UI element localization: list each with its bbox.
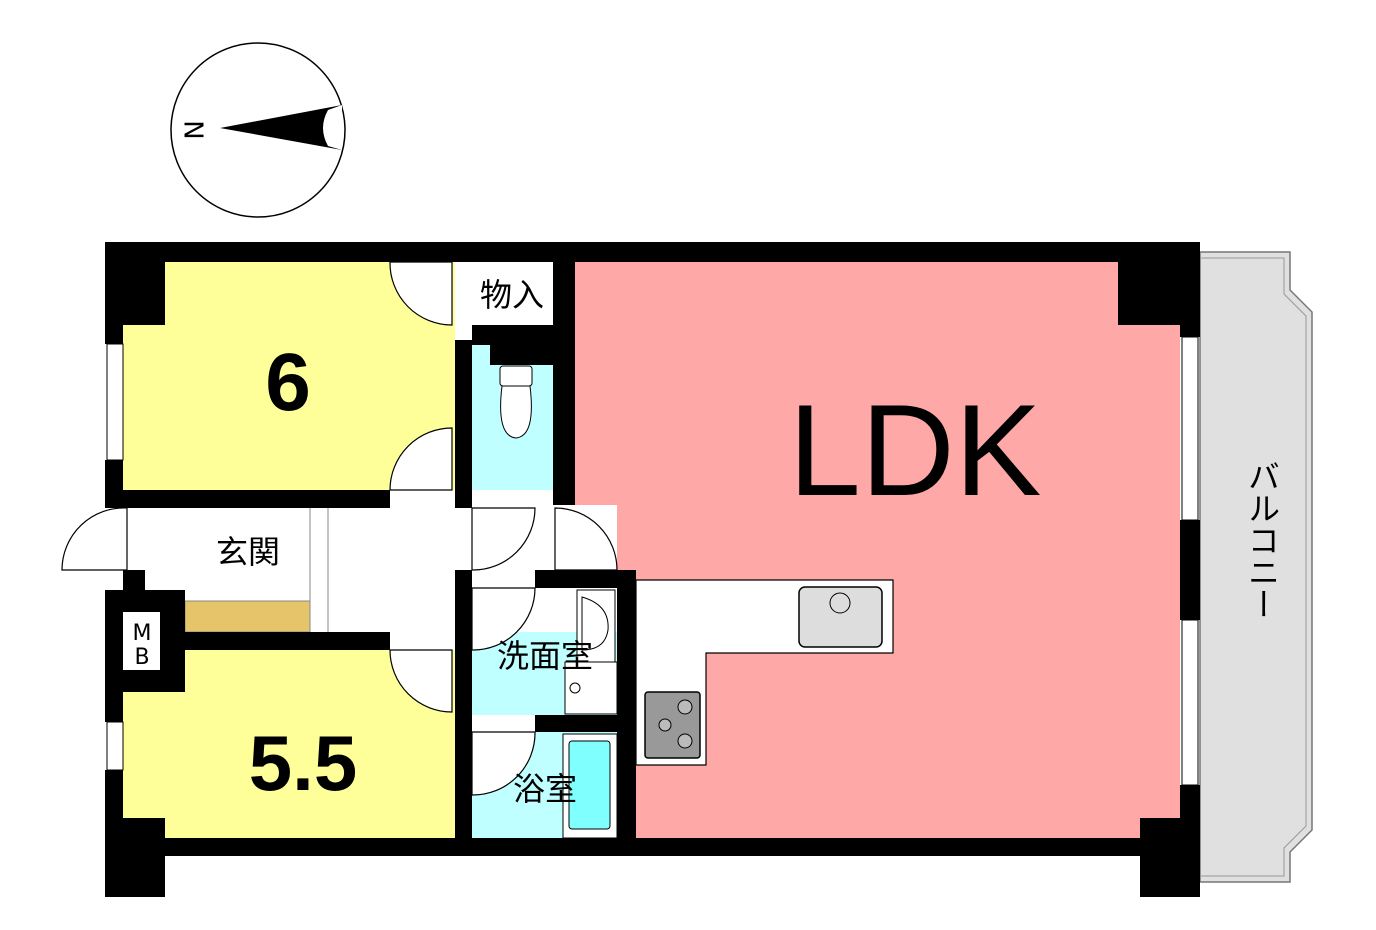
windows: [106, 336, 1199, 786]
bathtub-icon: [568, 740, 611, 830]
balcony-label: バルコニー: [1243, 460, 1281, 620]
north-arrow-icon: [220, 105, 342, 150]
walls: [105, 242, 1200, 897]
ldk-label: LDK: [789, 377, 1042, 523]
doors: [61, 261, 618, 796]
western-room-6: [123, 262, 455, 490]
room-6-label: 6: [265, 337, 311, 428]
storage-closet: [472, 262, 553, 325]
meter-box-label-m: M: [133, 621, 152, 646]
toilet-icon: [499, 365, 533, 439]
bathroom-label: 浴室: [513, 770, 577, 808]
ldk-room: [575, 262, 1180, 838]
entrance-label: 玄関: [216, 533, 280, 571]
meter-box-label-b: B: [134, 645, 149, 670]
compass-north-label: N: [178, 120, 208, 139]
stove-icon: [644, 691, 701, 759]
washroom-label: 洗面室: [497, 637, 593, 675]
room-5-5-label: 5.5: [249, 719, 357, 807]
storage-label: 物入: [480, 276, 544, 314]
compass: N: [170, 42, 346, 218]
sink-icon: [798, 586, 883, 648]
balcony: [1199, 251, 1313, 883]
entry-step: [184, 600, 311, 633]
